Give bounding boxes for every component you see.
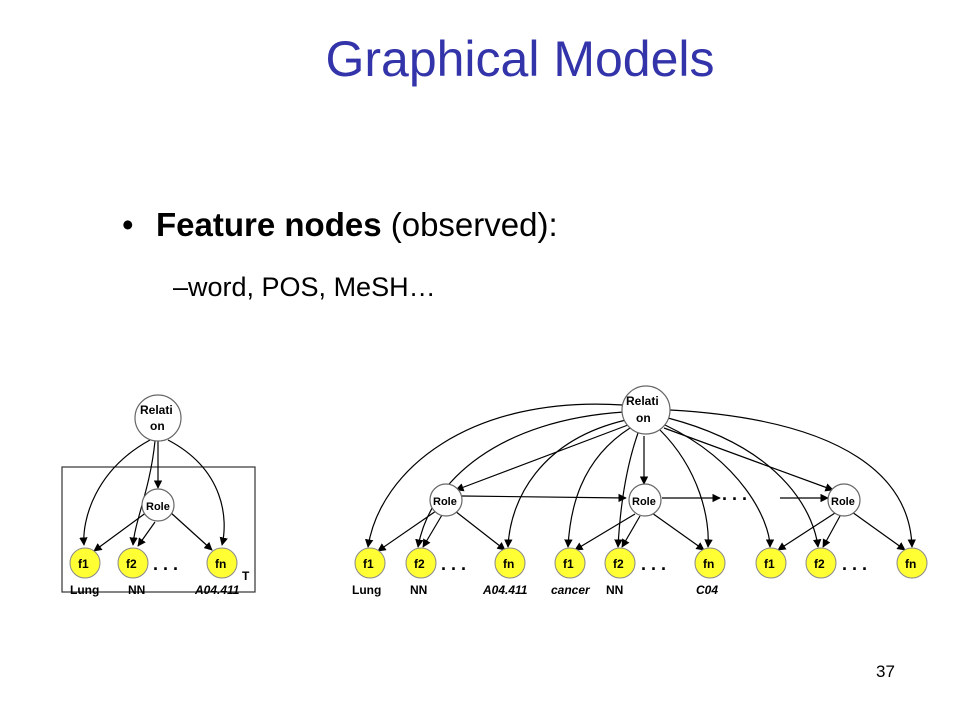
feature-node-fn [896, 547, 928, 579]
feature-label: f2 [814, 557, 825, 571]
feature-label: f2 [613, 557, 624, 571]
feature-node-f1 [69, 547, 101, 579]
word-label: cancer [551, 583, 591, 597]
role-label: Role [831, 496, 855, 508]
feature-node-fn [694, 547, 726, 579]
ellipsis: . . . [842, 554, 867, 574]
feature-label: f1 [363, 557, 374, 571]
feature-node-fn [494, 547, 526, 579]
relation-node [621, 385, 671, 435]
left-edges [79, 439, 228, 552]
role-label: Role [632, 496, 656, 508]
relation-node [134, 394, 182, 442]
word-label: A04.411 [194, 583, 240, 597]
word-label: A04.411 [482, 583, 528, 597]
slide-title: Graphical Models [325, 31, 715, 87]
word-label: NN [606, 583, 623, 597]
left-diagram: Relati on Role f1 f2 fn . . . T Lung NN … [61, 394, 256, 597]
subbullet-item: –word, POS, MeSH… [173, 272, 436, 302]
feature-label: f1 [563, 557, 574, 571]
bullet-dot: • [122, 206, 134, 243]
word-label: NN [128, 583, 145, 597]
ellipsis: . . . [441, 554, 466, 574]
feature-label: f2 [414, 557, 425, 571]
plate-label: T [242, 569, 250, 583]
feature-label: f1 [764, 557, 775, 571]
role-label: Role [433, 496, 457, 508]
role-label: Role [146, 501, 170, 513]
page-number: 37 [876, 662, 895, 681]
ellipsis: . . . [153, 554, 178, 574]
bullet-text: (observed): [381, 206, 558, 243]
feature-label: fn [215, 557, 226, 571]
right-diagram: Relati on Role Role Role . . . f1 f2 fn … [352, 385, 928, 597]
relation-label-line2: on [150, 419, 165, 433]
relation-label-line1: Relati [140, 403, 173, 417]
relation-label-line1: Relati [626, 394, 659, 408]
feature-node-f2 [805, 547, 837, 579]
word-label: NN [410, 583, 427, 597]
feature-node-f2 [117, 547, 149, 579]
feature-node-f2 [405, 547, 437, 579]
word-label: C04 [696, 583, 718, 597]
feature-node-f1 [755, 547, 787, 579]
feature-node-f1 [554, 547, 586, 579]
right-relation-edges [365, 403, 916, 548]
ellipsis: . . . [641, 554, 666, 574]
role-node [429, 483, 463, 517]
role-node [827, 483, 861, 517]
role-node [141, 488, 175, 522]
word-label: Lung [70, 583, 99, 597]
feature-label: f2 [126, 557, 137, 571]
bullet-bold-text: Feature nodes [156, 206, 382, 243]
feature-node-f1 [354, 547, 386, 579]
bullet-item: • Feature nodes (observed): [122, 206, 558, 244]
role-node [628, 483, 662, 517]
feature-label: f1 [78, 557, 89, 571]
feature-node-fn [206, 547, 238, 579]
ellipsis: . . . [722, 484, 747, 504]
word-label: Lung [352, 583, 381, 597]
relation-label-line2: on [636, 411, 651, 425]
feature-label: fn [905, 557, 916, 571]
feature-label: fn [503, 557, 514, 571]
feature-node-f2 [604, 547, 636, 579]
right-role-edges [377, 493, 906, 552]
feature-label: fn [703, 557, 714, 571]
